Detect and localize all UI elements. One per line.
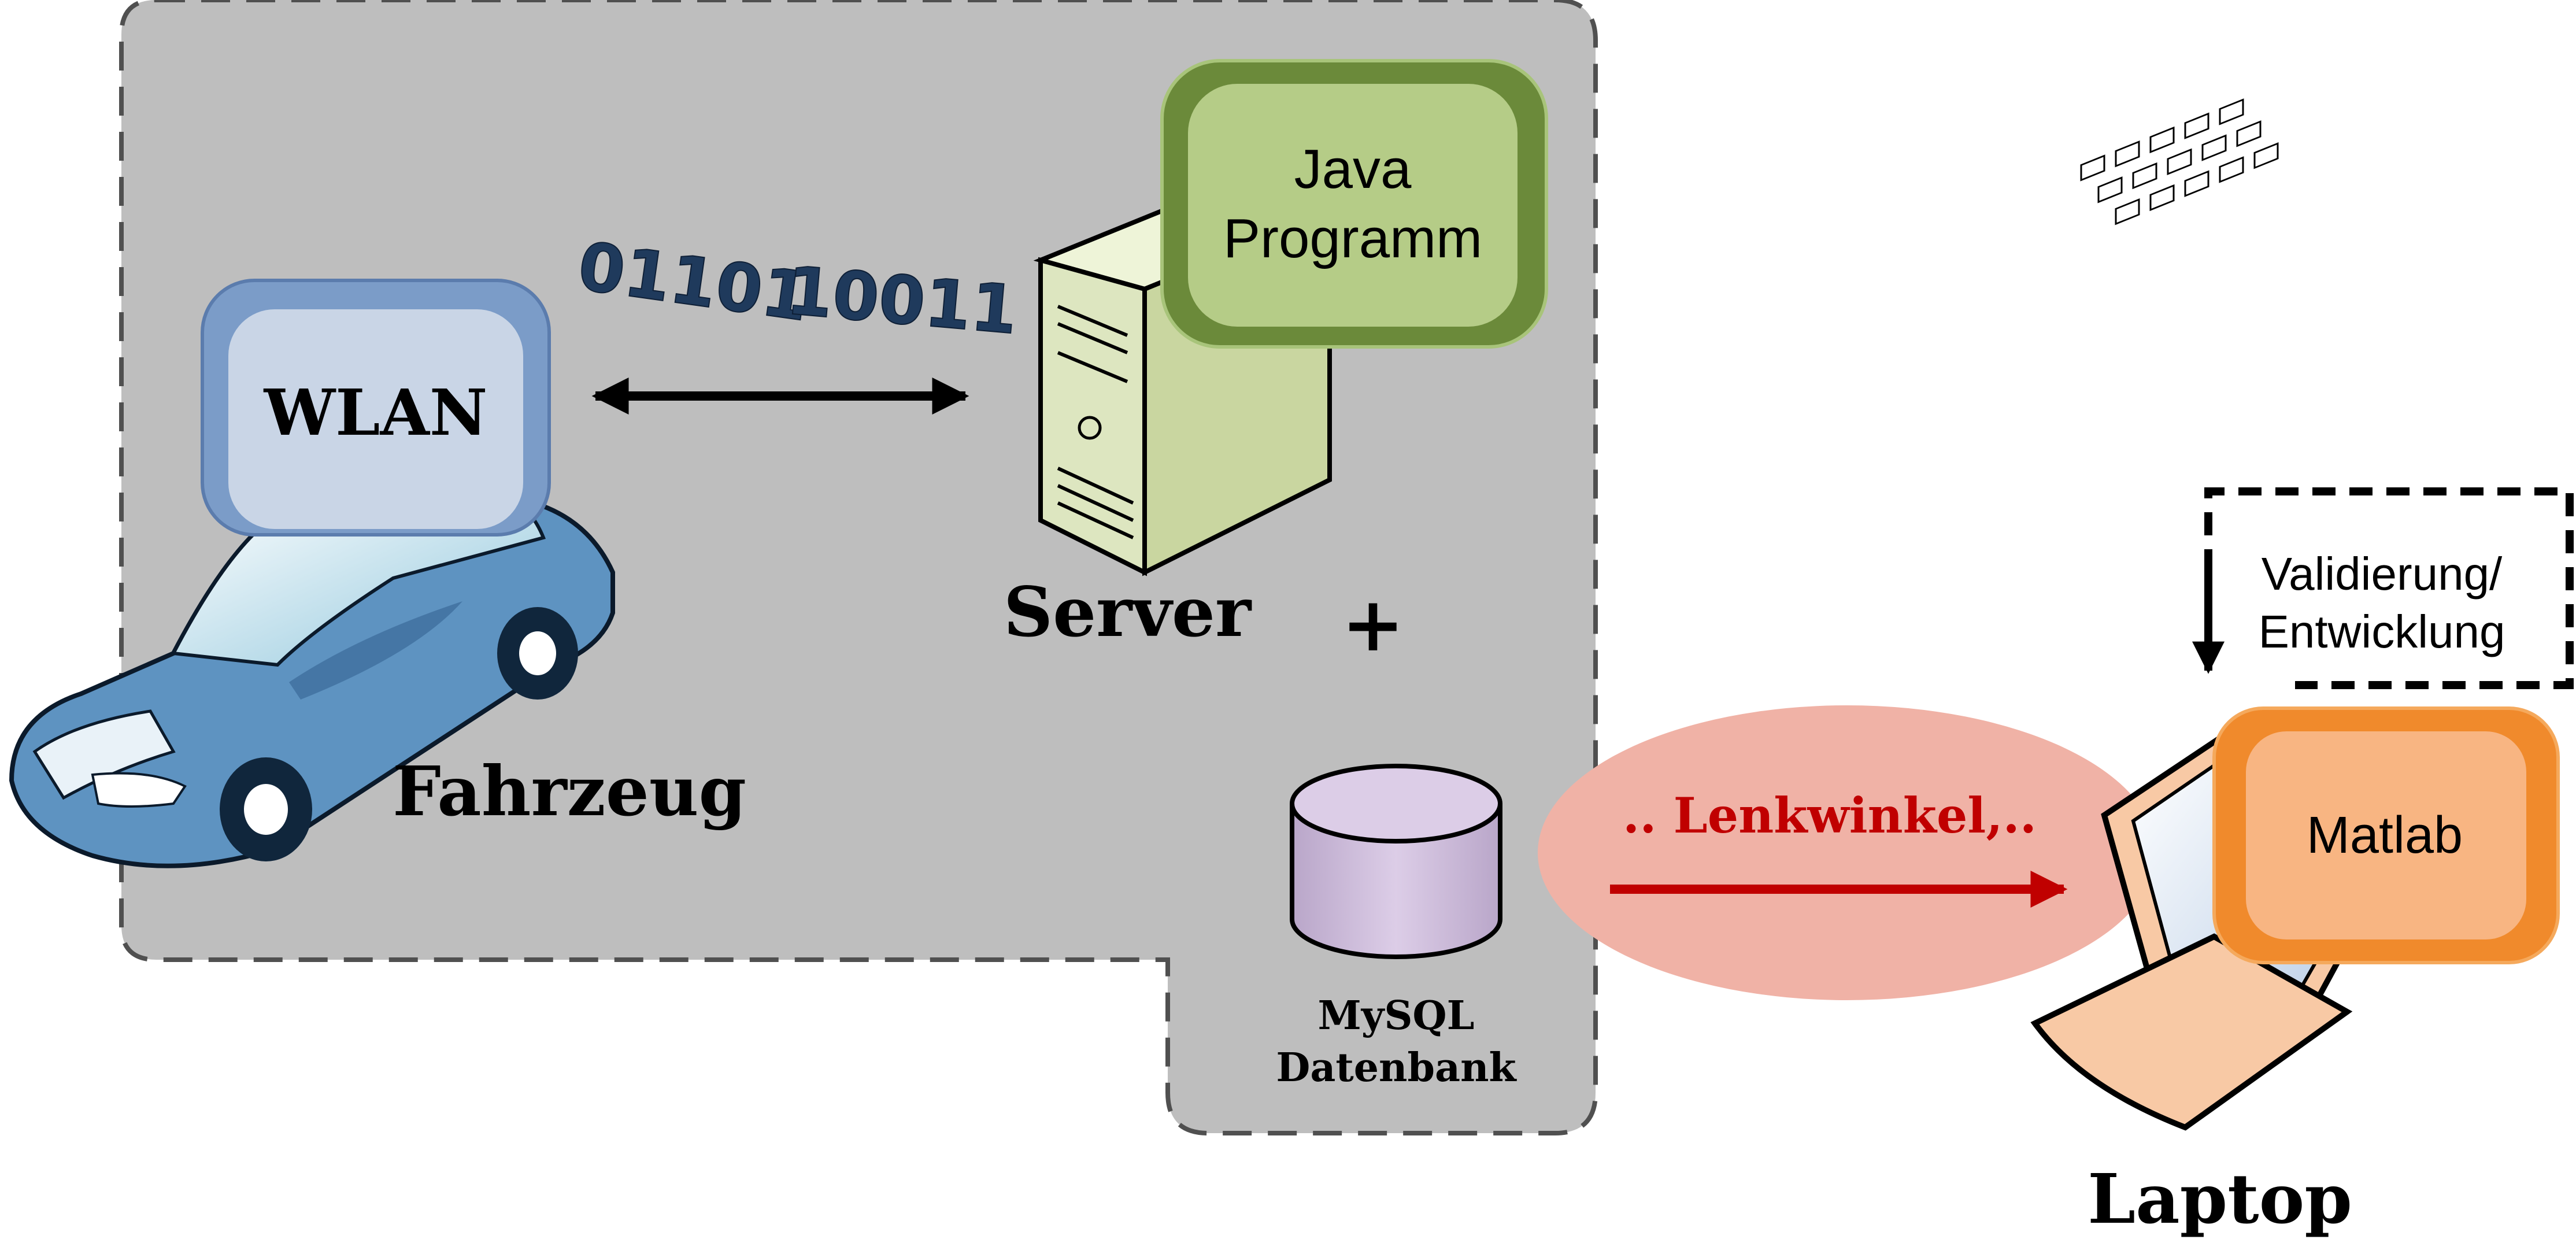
validation-label-line1: Validierung/ bbox=[2262, 548, 2503, 600]
fahrzeug-label: Fahrzeug bbox=[393, 751, 746, 831]
server-label: Server bbox=[1004, 572, 1252, 652]
matlab-label: Matlab bbox=[2307, 807, 2463, 864]
wlan-label: WLAN bbox=[264, 375, 488, 450]
car-icon bbox=[9, 494, 615, 868]
java-program-label-line2: Programm bbox=[1223, 208, 1482, 269]
java-program-box: Java Programm bbox=[1160, 59, 1548, 349]
matlab-box: Matlab bbox=[2212, 706, 2560, 964]
lenkwinkel-label: .. Lenkwinkel,.. bbox=[1623, 787, 2037, 844]
lenkwinkel-ellipse bbox=[1538, 705, 2156, 1000]
mysql-label-line1: MySQL bbox=[1318, 993, 1475, 1039]
java-program-label-line1: Java bbox=[1294, 138, 1412, 200]
mysql-label-line2: Datenbank bbox=[1276, 1045, 1517, 1091]
laptop-label: Laptop bbox=[2088, 1159, 2352, 1239]
validation-label-line2: Entwicklung bbox=[2259, 606, 2505, 657]
plus-sign: + bbox=[1342, 580, 1405, 668]
validation-dashed-box bbox=[2204, 487, 2574, 689]
database-cylinder-icon bbox=[1290, 764, 1502, 959]
wlan-box: WLAN bbox=[201, 279, 551, 537]
